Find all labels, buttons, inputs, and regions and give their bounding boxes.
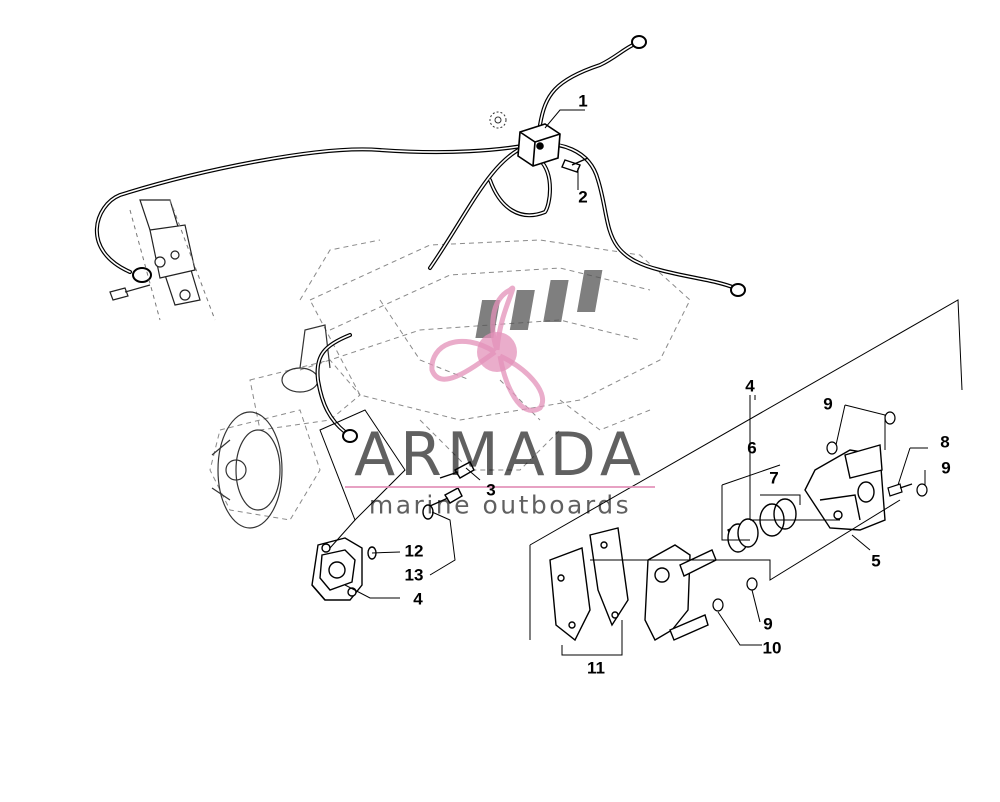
caliper-bracket-10 (644, 544, 717, 641)
brake-pads-11 (549, 527, 629, 642)
callout-1: 1 (578, 91, 588, 111)
bleed-screw-8 (887, 483, 913, 497)
callout-9-bottom: 9 (763, 614, 773, 634)
callout-4-exploded: 4 (745, 376, 755, 396)
seals-7 (759, 498, 797, 537)
master-cylinder-bracket (109, 199, 201, 306)
callout-13: 13 (404, 565, 424, 585)
piston-6 (727, 518, 759, 553)
callout-6: 6 (747, 438, 757, 458)
caliper-body-5 (804, 444, 886, 531)
callout-7: 7 (769, 468, 779, 488)
wheel-hub (211, 324, 331, 529)
callout-10: 10 (762, 638, 782, 658)
propeller-hub (477, 332, 517, 372)
clip-nut (489, 111, 507, 129)
callout-8: 8 (940, 432, 950, 452)
brake-lines (94, 42, 737, 434)
line-end-fittings (132, 35, 746, 443)
bleeder-13 (429, 487, 463, 507)
exploded-view-frame (529, 299, 963, 640)
callout-3: 3 (486, 480, 496, 500)
callout-9-right: 9 (941, 458, 951, 478)
caliper-installed (311, 537, 363, 601)
callout-12: 12 (404, 541, 424, 561)
callout-5: 5 (871, 551, 881, 571)
junction-bolt (561, 157, 589, 173)
banjo-bolt-3 (439, 461, 475, 479)
propeller-logo-watermark (429, 285, 546, 413)
callout-11: 11 (587, 658, 605, 678)
watermark-title: ARMADA (354, 420, 646, 490)
callout-4-installed: 4 (413, 589, 423, 609)
watermark-subtitle: marine outboards (368, 490, 632, 520)
callout-9-top: 9 (823, 394, 833, 414)
callout-2: 2 (578, 187, 588, 207)
leader-lines (344, 109, 928, 656)
junction-block (517, 123, 561, 167)
o-rings-9 (712, 411, 928, 612)
